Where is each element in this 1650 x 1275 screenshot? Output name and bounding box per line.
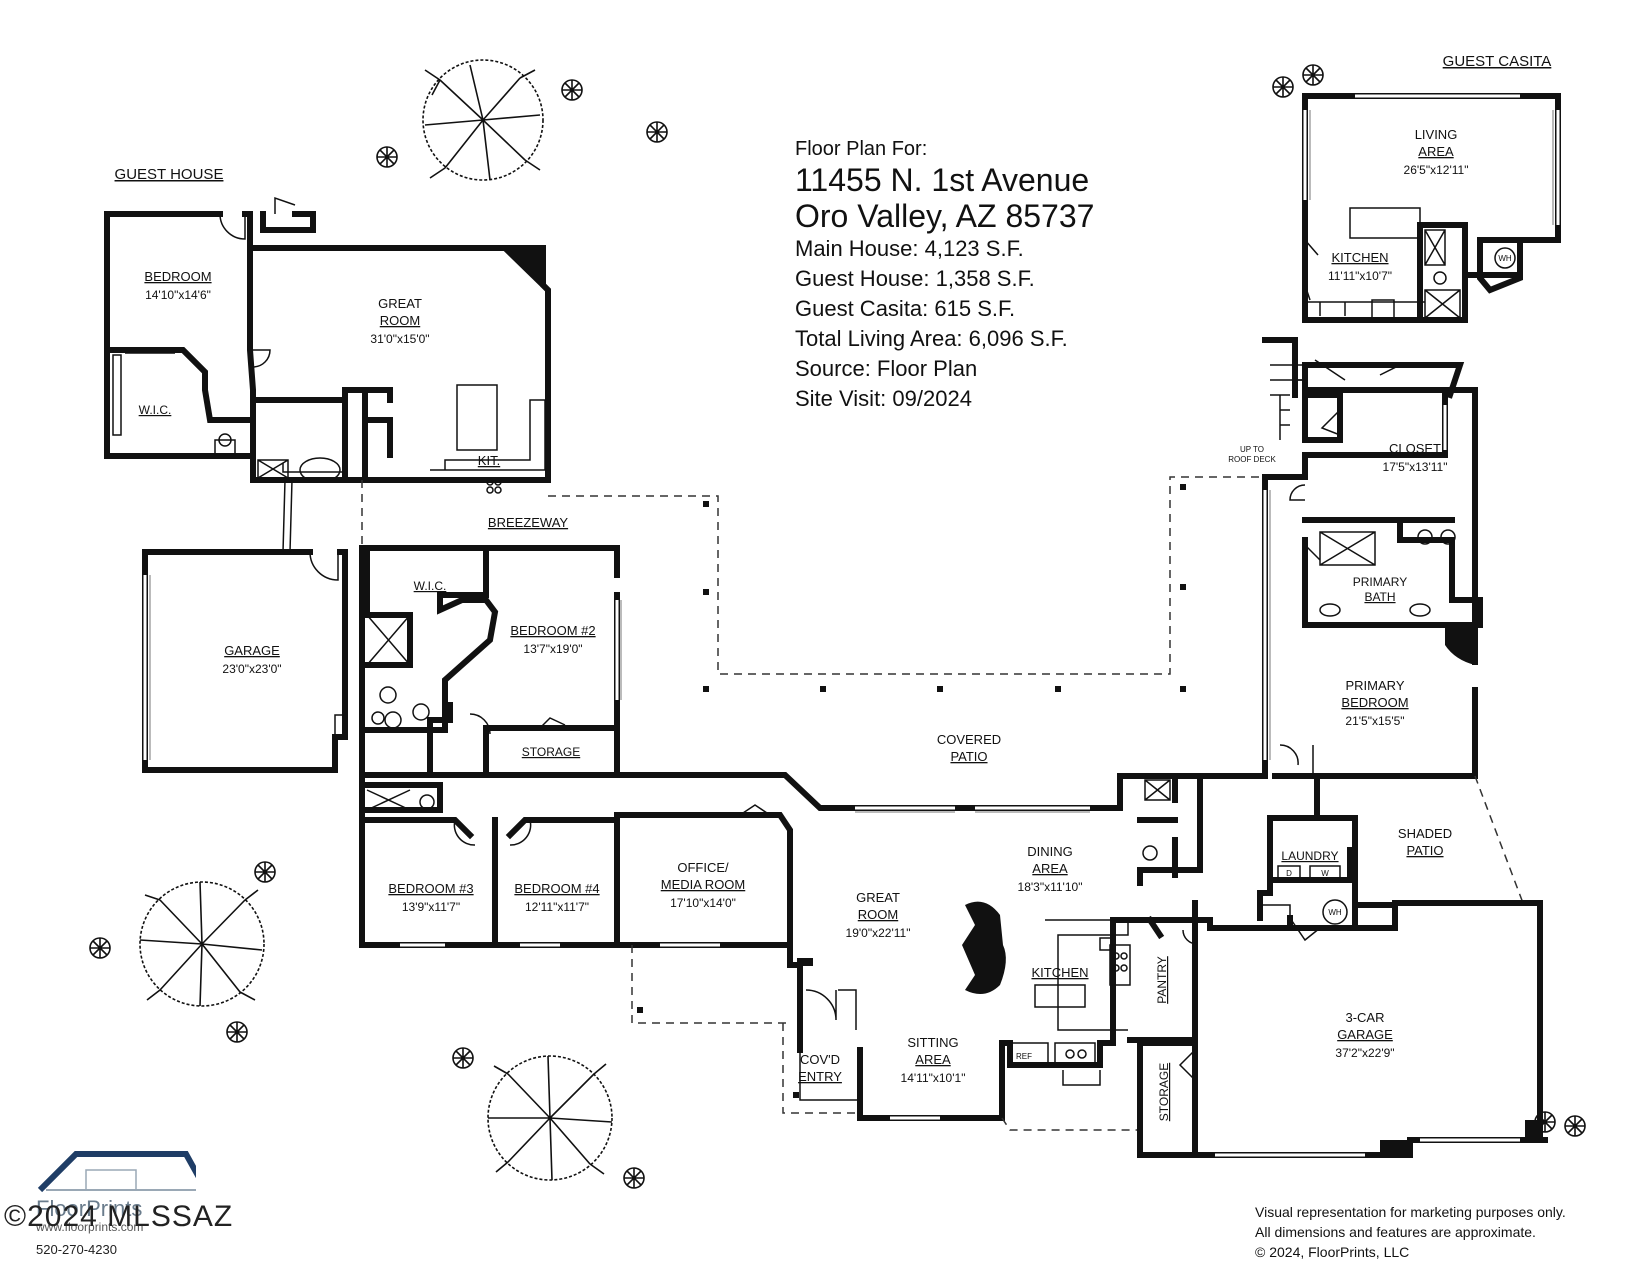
covered-patio-label-1: COVERED <box>937 732 1001 747</box>
patio-posts <box>703 484 1186 692</box>
main-house-area: Main House: 4,123 S.F. <box>795 236 1024 261</box>
ref-label: REF <box>1016 1052 1032 1061</box>
closet-dim: 17'5"x13'11" <box>1383 460 1448 474</box>
entry-label-1: COV'D <box>800 1052 840 1067</box>
bedroom3-dim: 13'9"x11'7" <box>402 900 460 914</box>
garage-label: GARAGE <box>224 643 280 658</box>
floor-plan-intro: Floor Plan For: <box>795 138 928 160</box>
main-house-west-wing <box>359 545 793 1024</box>
primary-bedroom-label-2: BEDROOM <box>1341 695 1408 710</box>
guest-house-heading: GUEST HOUSE <box>115 166 224 183</box>
entry-label-2: ENTRY <box>798 1069 842 1084</box>
sitting-label-1: SITTING <box>907 1035 958 1050</box>
bedroom2-label: BEDROOM #2 <box>510 623 595 638</box>
office-dim: 17'10"x14'0" <box>670 896 736 910</box>
disclaimer: Visual representation for marketing purp… <box>1255 1202 1566 1262</box>
dining-label-2: AREA <box>1032 861 1068 876</box>
primary-bedroom-dim: 21'5"x15'5" <box>1345 714 1404 728</box>
mls-watermark: ©2024 MLSSAZ <box>4 1200 234 1233</box>
gh-kit-label: KIT. <box>478 453 500 468</box>
casita-kitchen-dim: 11'11"x10'7" <box>1328 269 1392 283</box>
breezeway-label: BREEZEWAY <box>488 515 569 530</box>
casita-water-heater-icon: WH <box>1498 254 1512 263</box>
gh-great-room-label-1: GREAT <box>378 296 422 311</box>
tree-icon <box>487 1055 613 1181</box>
wic-label: W.I.C. <box>414 579 447 593</box>
logo-name: FloorPrints <box>36 1196 143 1221</box>
casita-living-label-2: AREA <box>1418 144 1454 159</box>
casita-kitchen-label: KITCHEN <box>1331 250 1388 265</box>
gh-great-room-label-2: ROOM <box>380 313 420 328</box>
garage3-label-1: 3-CAR <box>1345 1010 1384 1025</box>
guest-house-area: Guest House: 1,358 S.F. <box>795 266 1035 291</box>
bedroom4-dim: 12'11"x11'7" <box>525 900 589 914</box>
dryer-label: D <box>1286 869 1292 878</box>
office-label-2: MEDIA ROOM <box>661 877 746 892</box>
floorprints-logo: FloorPrints www.floorprints.com 520-270-… <box>18 1150 288 1260</box>
shaded-patio-label-1: SHADED <box>1398 826 1452 841</box>
total-living-area: Total Living Area: 6,096 S.F. <box>795 326 1068 351</box>
garage3-label-2: GARAGE <box>1337 1027 1393 1042</box>
guest-casita-heading: GUEST CASITA <box>1443 53 1552 70</box>
gh-wic-label: W.I.C. <box>139 403 172 417</box>
bedroom3-label: BEDROOM #3 <box>388 881 473 896</box>
bedroom2-dim: 13'7"x19'0" <box>523 642 582 656</box>
roof-deck-label-2: ROOF DECK <box>1228 455 1276 464</box>
source-line: Source: Floor Plan <box>795 356 978 381</box>
great-room-label-2: ROOM <box>858 907 898 922</box>
house-logo-icon <box>37 1151 196 1193</box>
guest-casita <box>1302 93 1561 323</box>
garage3-dim: 37'2"x22'9" <box>1335 1046 1394 1060</box>
office-label-1: OFFICE/ <box>677 860 729 875</box>
great-room-label-1: GREAT <box>856 890 900 905</box>
laundry-label: LAUNDRY <box>1281 849 1338 863</box>
casita-living-dim: 26'5"x12'11" <box>1404 163 1469 177</box>
guest-garage <box>142 479 348 773</box>
water-heater-icon: WH <box>1328 908 1342 917</box>
main-house-center <box>614 772 1210 1158</box>
tree-icon <box>422 59 544 181</box>
closet-label: CLOSET <box>1389 441 1441 456</box>
primary-bedroom-label-1: PRIMARY <box>1346 678 1405 693</box>
disclaimer-line-1: Visual representation for marketing purp… <box>1255 1204 1566 1220</box>
washer-label: W <box>1321 869 1329 878</box>
copyright: © 2024, FloorPrints, LLC <box>1255 1244 1410 1260</box>
great-room-dim: 19'0"x22'11" <box>846 926 911 940</box>
main-house-east <box>1192 337 1548 1158</box>
address-line-2: Oro Valley, AZ 85737 <box>795 198 1095 234</box>
gh-bedroom-label: BEDROOM <box>144 269 211 284</box>
dining-dim: 18'3"x11'10" <box>1018 880 1083 894</box>
tree-icon <box>139 881 265 1007</box>
bedroom4-label: BEDROOM #4 <box>514 881 599 896</box>
sitting-dim: 14'11"x10'1" <box>901 1071 966 1085</box>
primary-bath-label-2: BATH <box>1364 590 1395 604</box>
property-info: Floor Plan For: 11455 N. 1st Avenue Oro … <box>795 136 1094 414</box>
logo-website: www.floorprints.com <box>36 1220 144 1234</box>
pantry-label: PANTRY <box>1155 956 1169 1004</box>
shrub-icon <box>89 64 1586 1189</box>
casita-living-label-1: LIVING <box>1415 127 1458 142</box>
logo-phone: 520-270-4230 <box>36 1242 117 1257</box>
roof-deck-label-1: UP TO <box>1240 445 1264 454</box>
covered-patio-label-2: PATIO <box>950 749 987 764</box>
dining-label-1: DINING <box>1027 844 1073 859</box>
breezeway-outline <box>361 476 1265 675</box>
sitting-label-2: AREA <box>915 1052 951 1067</box>
guest-casita-area: Guest Casita: 615 S.F. <box>795 296 1016 321</box>
guest-house <box>104 196 551 494</box>
address-line-1: 11455 N. 1st Avenue <box>795 162 1090 198</box>
primary-bath-label-1: PRIMARY <box>1353 575 1407 589</box>
gh-bedroom-dim: 14'10"x14'6" <box>145 288 211 302</box>
disclaimer-line-2: All dimensions and features are approxim… <box>1255 1224 1536 1240</box>
site-visit-line: Site Visit: 09/2024 <box>795 386 972 411</box>
garage-dim: 23'0"x23'0" <box>222 662 281 676</box>
gh-great-room-dim: 31'0"x15'0" <box>370 332 429 346</box>
shaded-patio-label-2: PATIO <box>1406 843 1443 858</box>
storage1-label: STORAGE <box>522 745 580 759</box>
kitchen-label: KITCHEN <box>1031 965 1088 980</box>
storage2-label: STORAGE <box>1157 1063 1171 1121</box>
